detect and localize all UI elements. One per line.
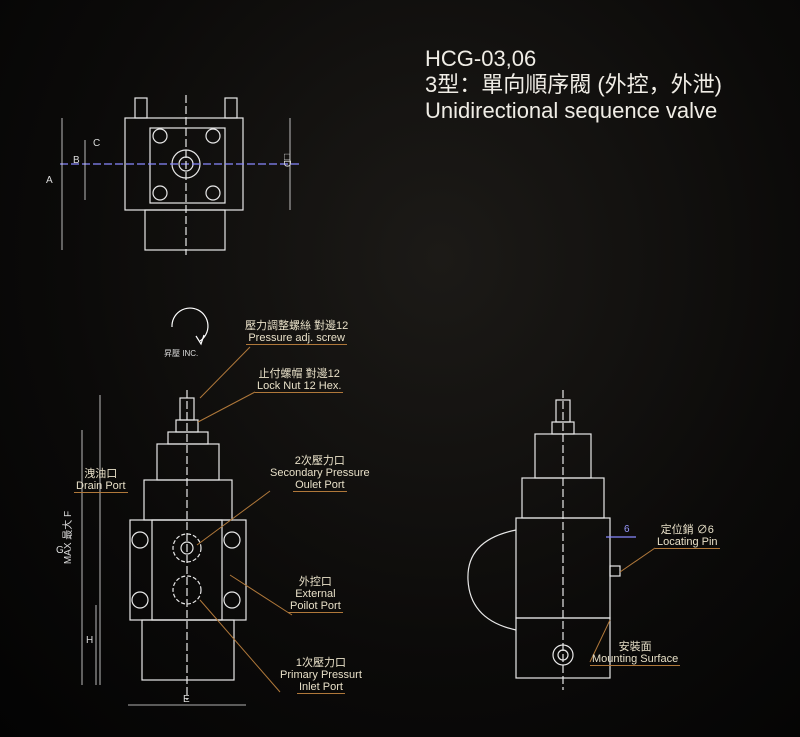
front-view-drawing: [81, 307, 247, 706]
dim-pin: 6: [624, 524, 630, 535]
dim-a: A: [46, 175, 53, 186]
dim-f: MAX 最大 F: [63, 510, 75, 565]
dim-c: C: [93, 138, 101, 149]
side-view-drawing: [467, 390, 636, 690]
dim-h: H: [86, 635, 94, 646]
model-title: HCG-03,06: [425, 46, 537, 71]
type-title-en: Unidirectional sequence valve: [425, 98, 718, 123]
dim-d: □D: [281, 153, 293, 168]
type-title-cn: 3型：單向順序閥 (外控，外泄): [425, 72, 723, 97]
dim-b: B: [73, 155, 80, 166]
dim-e: E: [183, 694, 190, 705]
dim-g: G: [56, 545, 64, 556]
top-view-drawing: [60, 95, 300, 255]
increase-label: 昇壓 INC.: [164, 349, 199, 358]
